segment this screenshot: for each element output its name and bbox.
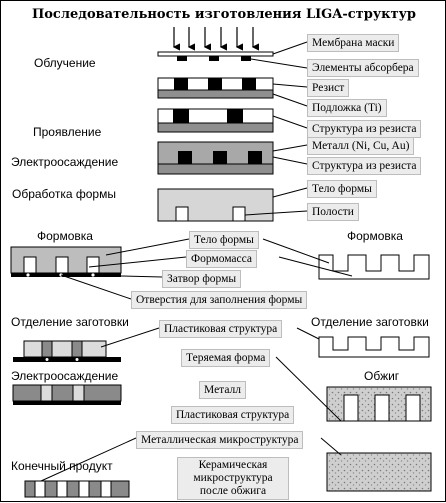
step-electrodeposition: Электроосаждение [11, 155, 119, 169]
step-molding-right: Формовка [347, 229, 403, 243]
label-metal: Металл (Ni, Cu, Au) [307, 137, 415, 155]
electroforming-left-drawing [12, 384, 122, 405]
step-molding-left: Формовка [37, 229, 93, 243]
label-resist-structure-2: Структура из резиста [307, 157, 422, 175]
mold-body-drawing [157, 188, 274, 222]
label-plastic-structure-2: Пластиковая структура [171, 406, 295, 424]
irradiated-resist-drawing [157, 77, 274, 99]
step-firing: Обжиг [364, 369, 400, 383]
diagram-title: Последовательность изготовления LIGA-стр… [31, 7, 416, 22]
final-product-metal-drawing [24, 480, 130, 498]
leader-lines [40, 41, 353, 482]
molding-left-drawing [10, 246, 122, 277]
step-demolding-right: Отделение заготовки [311, 315, 429, 329]
demolding-left-drawing [13, 340, 121, 362]
step-final-product: Конечный продукт [11, 459, 113, 473]
step-electroforming-left: Электроосаждение [11, 369, 119, 383]
firing-drawing [326, 386, 432, 422]
label-mask-membrane: Мембрана маски [307, 34, 400, 52]
label-fill-holes: Отверстия для заполнения формы [131, 291, 308, 309]
label-molding-compound: Формомасса [186, 250, 257, 268]
label-mold-body-1: Тело формы [307, 180, 377, 198]
label-absorber-elements: Элементы абсорбера [307, 59, 419, 77]
label-metal-microstructure: Металлическая микроструктура [136, 431, 304, 449]
label-plastic-structure-1: Пластиковая структура [159, 320, 283, 338]
label-mold-body-2: Тело формы [189, 231, 259, 249]
ceramic-product-drawing [326, 452, 432, 492]
label-mold-gate: Затвор формы [162, 270, 242, 288]
step-demolding-left: Отделение заготовки [11, 315, 129, 329]
electrodeposition-drawing [157, 141, 274, 175]
developed-resist-drawing [157, 108, 274, 133]
label-cavities: Полости [307, 203, 359, 221]
molding-right-drawing [318, 254, 430, 280]
label-resist: Резист [307, 79, 350, 97]
step-irradiation: Облучение [34, 56, 96, 70]
label-lost-mold: Теряемая форма [181, 349, 271, 367]
step-mold-processing: Обработка формы [12, 187, 116, 201]
label-ceramic-microstructure: Керамическая микроструктура после обжига [177, 457, 289, 500]
label-metal-2: Металл [199, 381, 247, 399]
label-substrate: Подложка (Ti) [307, 99, 387, 117]
label-resist-structure-1: Структура из резиста [307, 120, 422, 138]
demolding-right-drawing [318, 336, 430, 358]
step-development: Проявление [33, 125, 102, 139]
xray-arrows [172, 27, 259, 51]
